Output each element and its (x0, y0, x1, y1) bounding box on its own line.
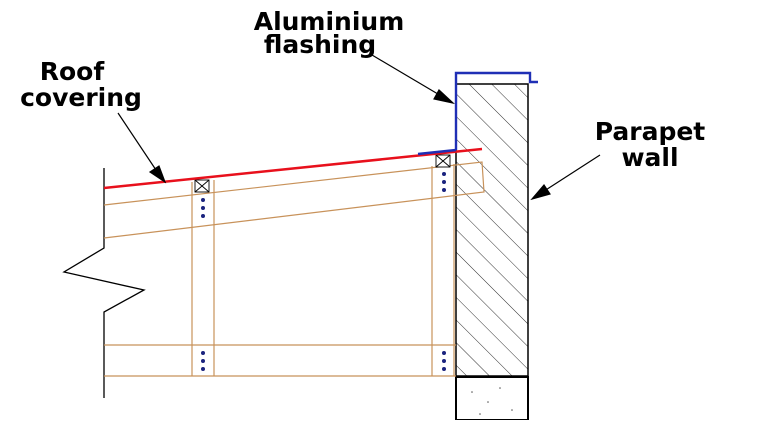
concrete-block (455, 376, 529, 421)
svg-text:flashing: flashing (264, 30, 376, 59)
label-roof-covering: Roof covering (20, 57, 142, 112)
aluminium-flashing (417, 71, 538, 156)
aluminium-flashing-arrow (371, 54, 455, 105)
parapet-wall-arrow (530, 154, 601, 201)
svg-text:covering: covering (20, 83, 142, 112)
svg-text:Parapet: Parapet (595, 117, 706, 146)
roof-covering (103, 147, 483, 190)
left-wall-break-line (62, 168, 146, 398)
svg-text:Roof: Roof (40, 57, 106, 86)
label-aluminium-flashing: Aluminium flashing (254, 7, 405, 59)
post-head-blocks (194, 154, 451, 193)
svg-text:Aluminium: Aluminium (254, 7, 405, 36)
leader-arrows (117, 54, 601, 201)
roof-covering-arrow (117, 112, 167, 184)
parapet-wall (455, 83, 529, 377)
label-parapet-wall: Parapet wall (595, 117, 706, 172)
nail-dots (201, 172, 446, 371)
sloped-rafter (103, 161, 485, 239)
timber-framing (103, 161, 485, 377)
svg-text:wall: wall (621, 143, 678, 172)
